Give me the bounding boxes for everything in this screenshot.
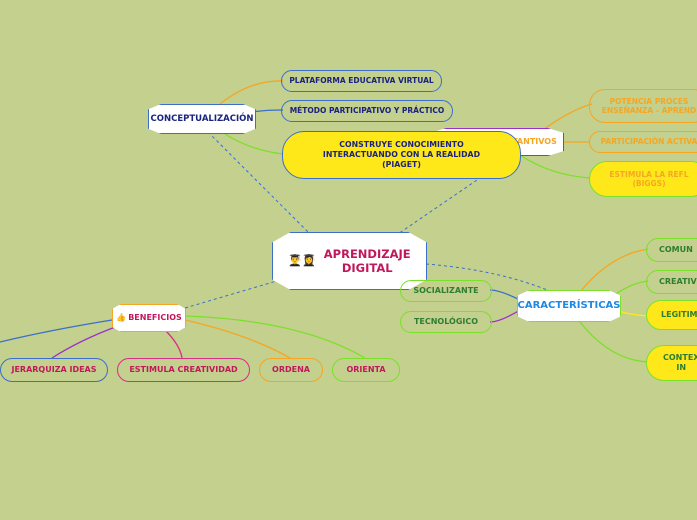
graduate-students-icon: 👨‍🎓👩‍🎓 (288, 254, 316, 268)
metodo-participativo-node[interactable]: MÉTODO PARTICIPATIVO Y PRÁCTICO (281, 100, 453, 122)
participacion-activa-node[interactable]: PARTICIPACIÓN ACTIVA (589, 131, 697, 153)
jerarquiza-ideas-node[interactable]: JERARQUIZA IDEAS (0, 358, 108, 382)
socializante-node[interactable]: SOCIALIZANTE (400, 280, 492, 302)
estimula-creatividad-node[interactable]: ESTIMULA CREATIVIDAD (117, 358, 250, 382)
comunicativo-node[interactable]: COMUN (646, 238, 697, 262)
conceptualizacion-node[interactable]: CONCEPTUALIZACIÓN (148, 104, 256, 134)
estimula-reflexion-node[interactable]: ESTIMULA LA REFL(BIGGS) (589, 161, 697, 197)
thumbs-up-icon: 👍 (116, 313, 127, 322)
orienta-node[interactable]: ORIENTA (332, 358, 400, 382)
legitimo-node[interactable]: LEGITIM (646, 300, 697, 330)
ordena-node[interactable]: ORDENA (259, 358, 323, 382)
beneficios-node[interactable]: 👍 BENEFICIOS (112, 304, 186, 332)
creativo-node[interactable]: CREATIV (646, 270, 697, 294)
tecnologico-node[interactable]: TECNOLÓGICO (400, 311, 492, 333)
caracteristicas-node[interactable]: CARACTERÍSTICAS (517, 290, 621, 322)
plataforma-educativa-node[interactable]: PLATAFORMA EDUCATIVA VIRTUAL (281, 70, 442, 92)
